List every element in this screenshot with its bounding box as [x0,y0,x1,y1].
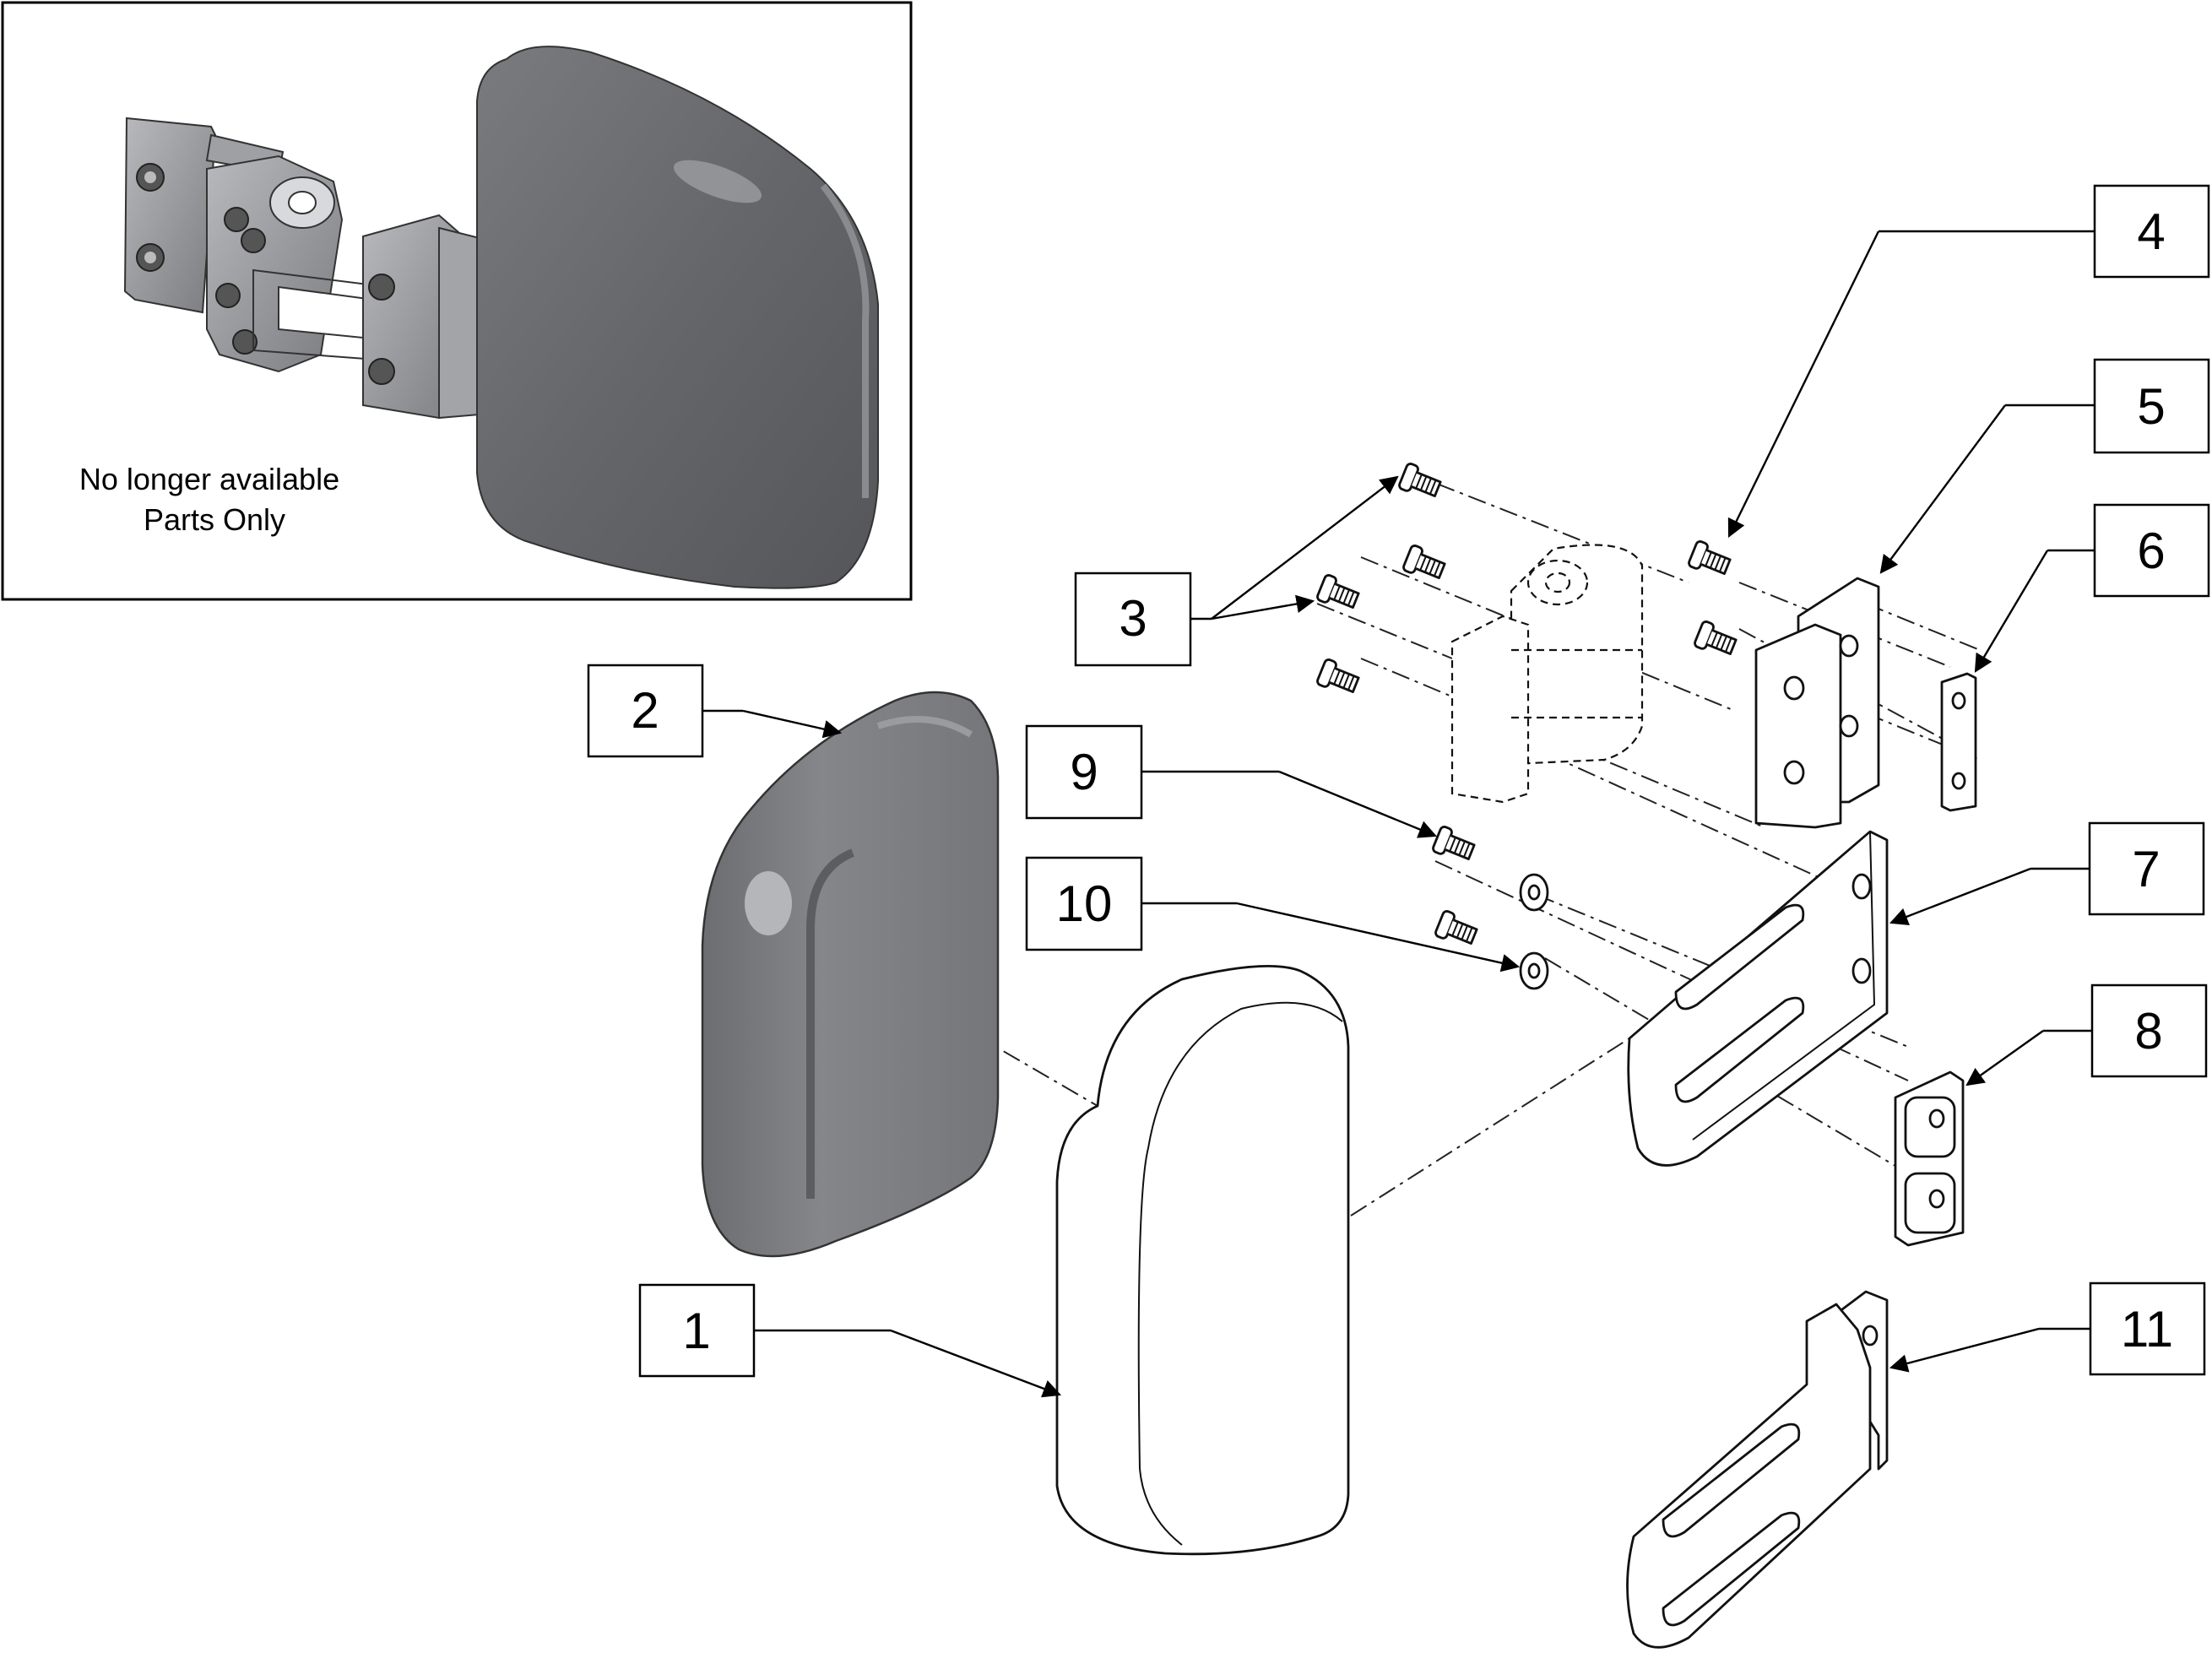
callout-8: 8 [1965,984,2208,1086]
screw [1316,658,1360,693]
callout-8-label: 8 [2134,1003,2162,1059]
callout-4: 4 [1727,184,2210,538]
part-9-screw [1432,826,1476,860]
inset-mounting-plate [123,117,285,314]
part-5-bracket [1754,577,1880,829]
callout-11: 11 [1889,1282,2206,1376]
part-11-l-bracket [1626,1290,1889,1649]
callout-3-label: 3 [1119,590,1147,647]
screw [1402,545,1446,579]
inset-note-line-1: No longer available [79,462,339,496]
callout-10: 10 [1025,856,1521,973]
hinge-reference-ghost [1450,544,1644,804]
part-1-pad-insert [1055,965,1350,1556]
part-3-screws [1316,463,1446,693]
inset-panel: No longer available Parts Only [1,1,913,601]
inset-headrest-pad [476,46,879,589]
part-10-washers [1519,873,1549,990]
callout-11-label: 11 [2121,1301,2173,1357]
callout-6-label: 6 [2137,523,2165,579]
callout-5: 5 [1879,358,2210,574]
callout-10-label: 10 [1056,875,1113,932]
callout-9: 9 [1025,724,1437,838]
part-4-screws [1688,540,1738,655]
callout-1: 1 [638,1283,1062,1398]
callout-9-label: 9 [1070,744,1098,800]
callout-5-label: 5 [2137,378,2165,435]
screw [1398,463,1442,497]
callout-3: 3 [1074,475,1399,667]
callout-1-label: 1 [682,1303,710,1359]
part-8-clamp-plate [1894,1070,1965,1247]
callout-7-label: 7 [2132,841,2160,897]
callout-6: 6 [1974,503,2210,673]
part-6-nut-plate [1940,672,1977,812]
screw [1316,574,1360,609]
inset-note-line-2: Parts Only [144,502,285,537]
callout-4-label: 4 [2137,203,2165,260]
part-9-screw-2 [1434,910,1478,945]
callout-2: 2 [587,664,843,758]
part-2-headrest-pad [701,691,1000,1258]
inset-clamp [362,214,491,420]
callout-2-label: 2 [631,682,659,739]
callout-7: 7 [1889,821,2205,926]
part-7-slotted-plate [1627,830,1889,1167]
